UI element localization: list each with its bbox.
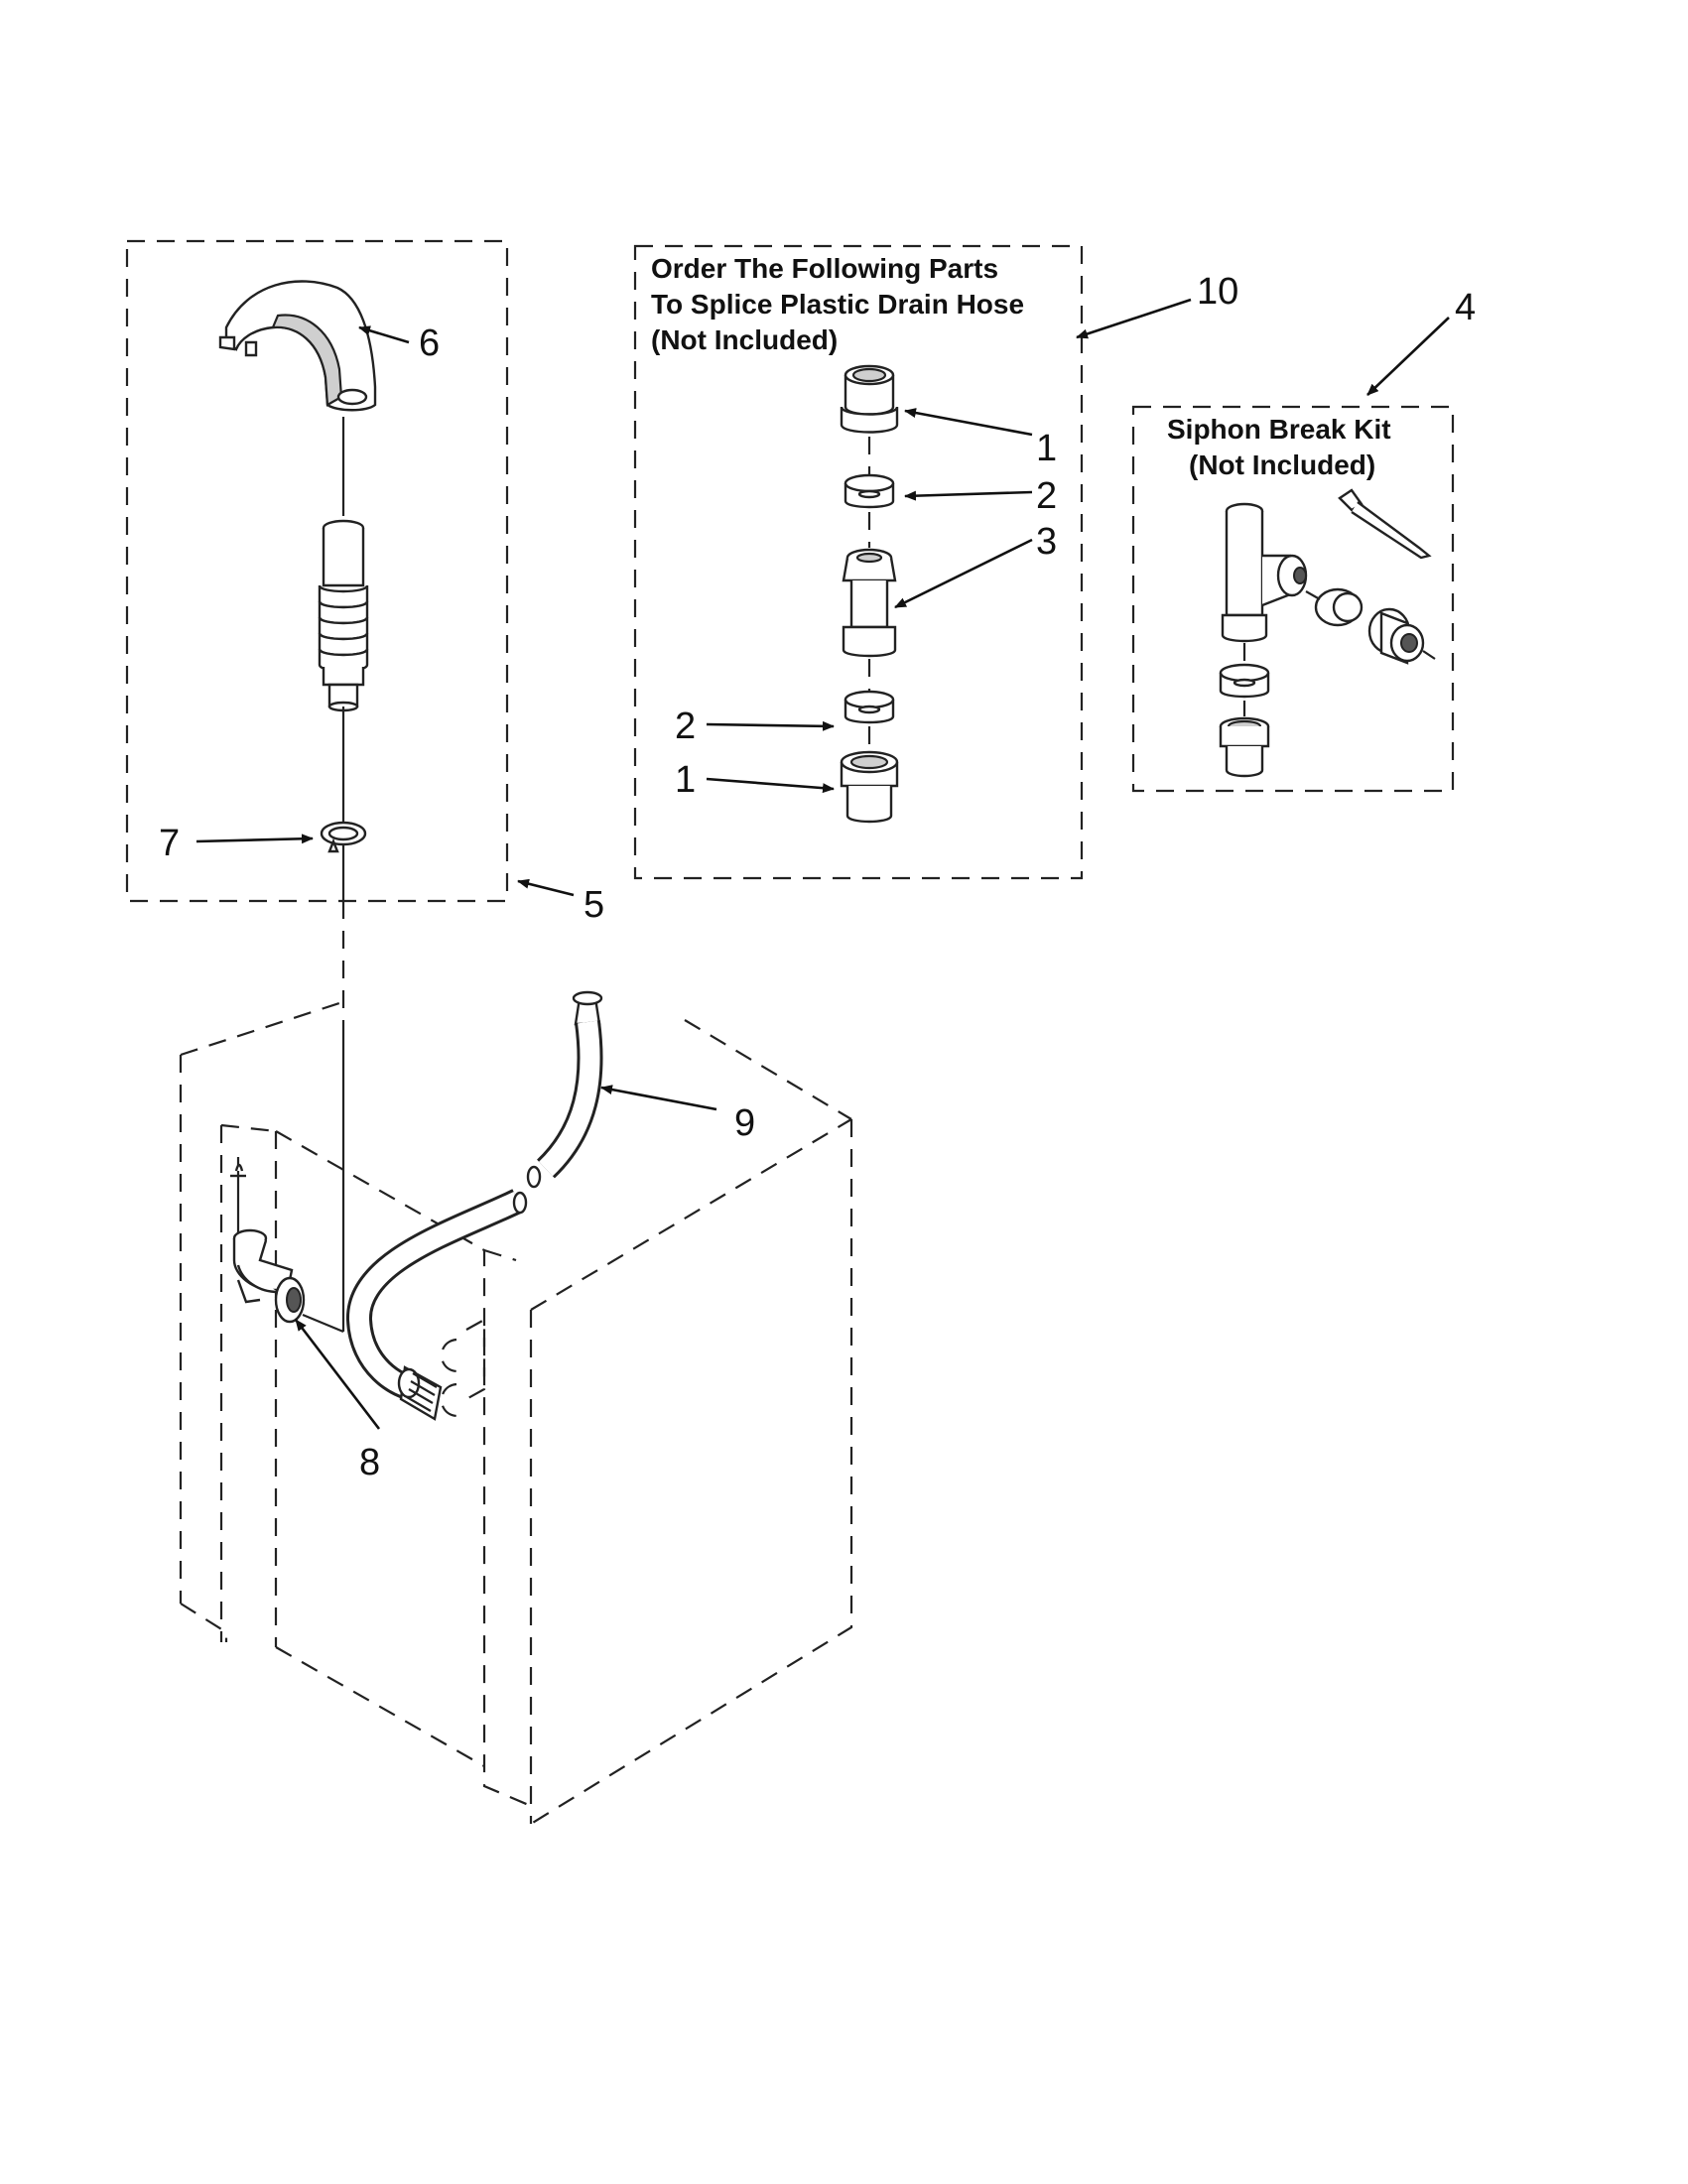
splice-clamp-bottom-part — [844, 690, 895, 724]
splice-box-title-line1: Order The Following Parts — [651, 253, 998, 284]
siphon-box-title-line1: Siphon Break Kit — [1167, 414, 1391, 445]
splice-coupler-part — [842, 548, 897, 658]
callout-6: 6 — [419, 322, 440, 364]
splice-parts-box — [633, 244, 1084, 880]
washer-cabinet-outline — [179, 1000, 853, 1825]
callout-3: 3 — [1036, 521, 1057, 563]
callout-4: 4 — [1455, 287, 1476, 328]
siphon-clamp-bottom-part — [1219, 663, 1270, 699]
callout-7: 7 — [159, 823, 180, 864]
siphon-zip-tie-part — [1338, 488, 1432, 560]
callout-8: 8 — [359, 1442, 380, 1483]
hose-connector-top-part — [840, 364, 899, 434]
splice-box-title-line2: To Splice Plastic Drain Hose — [651, 289, 1024, 320]
callout-2-bottom: 2 — [675, 706, 696, 747]
callout-1-bottom: 1 — [675, 759, 696, 801]
callout-1-top: 1 — [1036, 428, 1057, 469]
callout-10: 10 — [1197, 271, 1238, 313]
callout-5: 5 — [584, 884, 604, 926]
siphon-connector-side-part — [1367, 607, 1436, 665]
callout-9: 9 — [734, 1102, 755, 1144]
leader-arrows — [195, 298, 1450, 1430]
hose-clamp-part — [320, 821, 367, 853]
splice-box-title-line3: (Not Included) — [651, 324, 838, 355]
drain-hose-end-part — [318, 519, 369, 712]
hose-guide-clip-part — [218, 280, 377, 412]
callout-2-top: 2 — [1036, 475, 1057, 517]
siphon-clamp-side-part — [1305, 587, 1363, 627]
drain-elbow-part — [230, 1157, 306, 1324]
siphon-break-kit-box — [1131, 405, 1455, 793]
drain-hose-kit-box — [125, 239, 509, 903]
drain-hose-part — [346, 990, 603, 1421]
splice-clamp-top-part — [844, 473, 895, 509]
siphon-connector-bottom-part — [1219, 716, 1270, 778]
hose-connector-bottom-part — [840, 750, 899, 824]
siphon-box-title-line2: (Not Included) — [1189, 450, 1375, 480]
siphon-tee-part — [1221, 502, 1308, 643]
